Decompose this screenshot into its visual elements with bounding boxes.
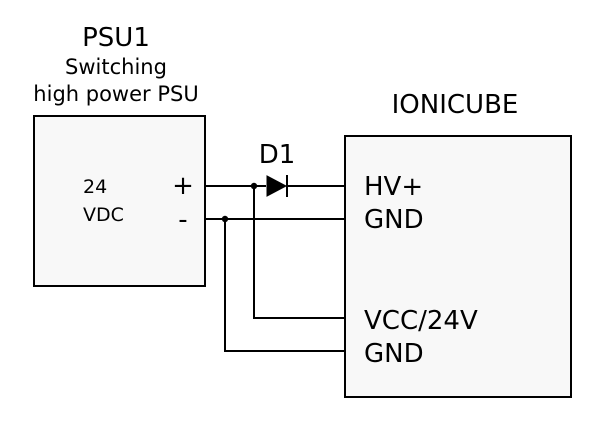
ionicube-title: IONICUBE — [392, 90, 519, 120]
pin-vcc-24v: VCC/24V — [364, 306, 478, 336]
psu-description-line2: high power PSU — [33, 82, 198, 106]
wire-positive-to-vcc — [253, 186, 345, 319]
psu-positive-terminal: + — [172, 171, 194, 201]
pin-gnd-1: GND — [364, 205, 424, 235]
psu-box — [33, 115, 206, 287]
junction-positive — [250, 182, 258, 190]
psu-description-line1: Switching — [65, 55, 167, 79]
pin-hv-plus: HV+ — [364, 172, 423, 202]
diode-ref: D1 — [259, 140, 296, 170]
diode-symbol — [266, 175, 288, 197]
psu-voltage-value: 24 — [83, 176, 107, 198]
psu-title: PSU1 — [82, 23, 150, 53]
psu-negative-terminal: - — [178, 205, 187, 235]
psu-voltage-unit: VDC — [83, 204, 124, 226]
junction-negative — [221, 215, 229, 223]
ionicube-box — [344, 135, 572, 398]
wire-negative-to-gnd-2 — [224, 219, 345, 352]
pin-gnd-2: GND — [364, 339, 424, 369]
